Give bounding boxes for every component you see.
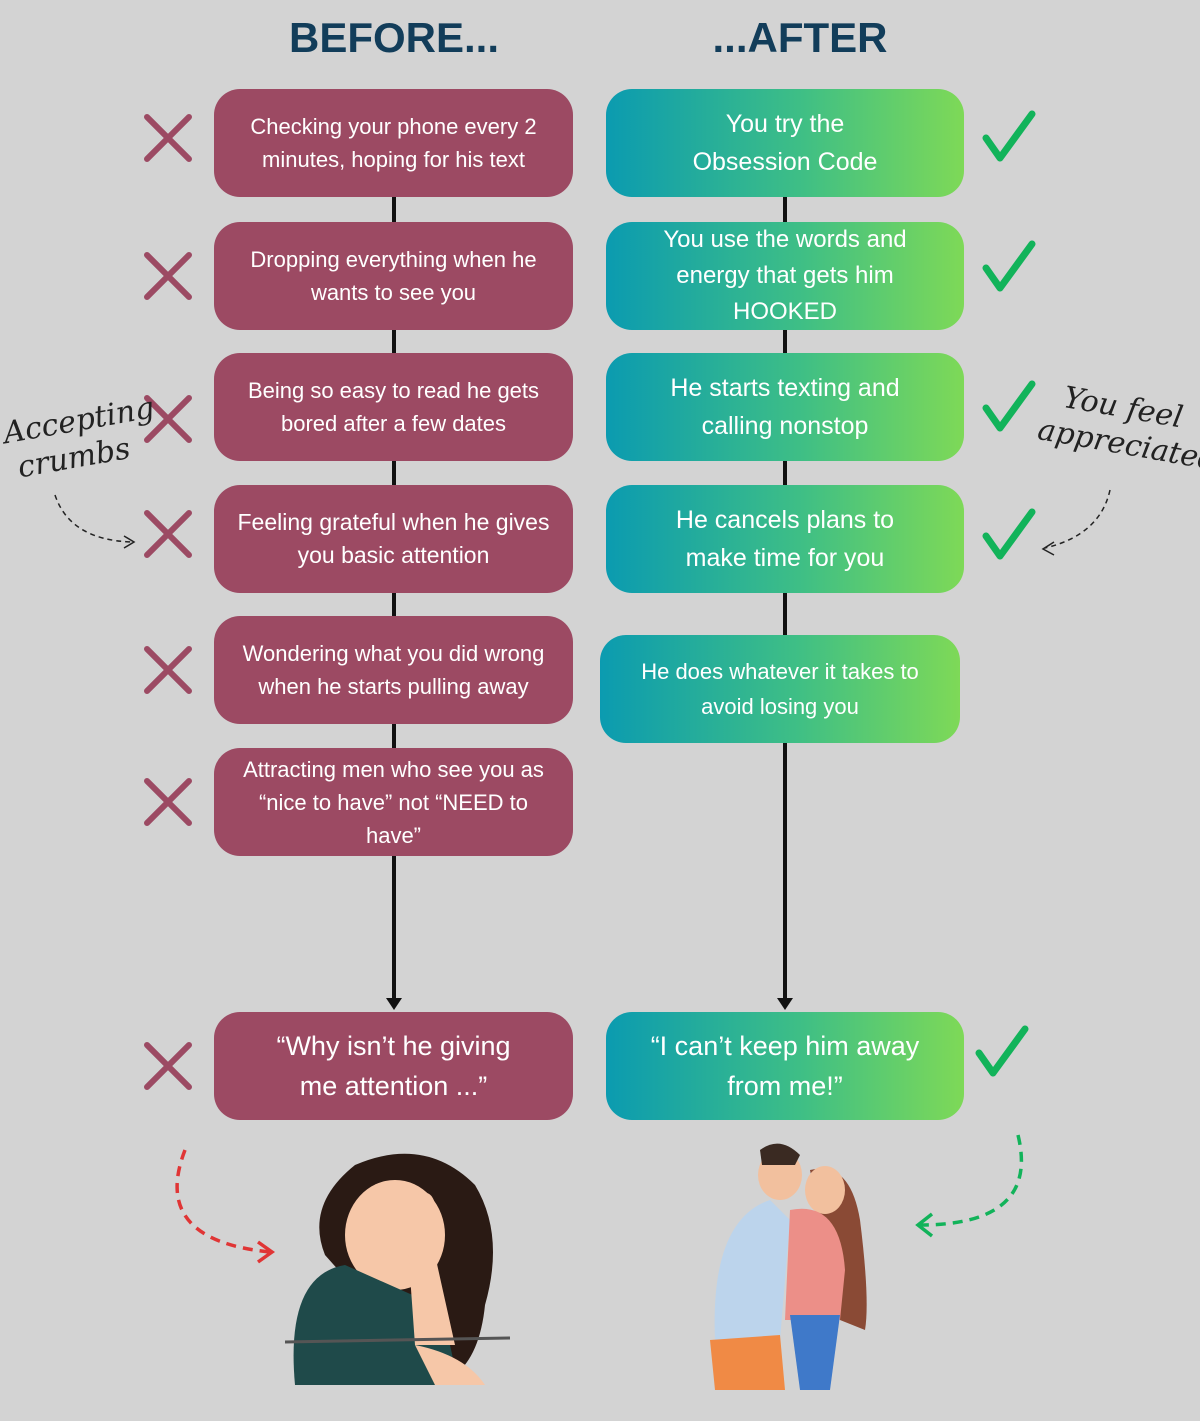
after-connector bbox=[783, 197, 787, 1001]
after-item: He does whatever it takes to avoid losin… bbox=[600, 635, 960, 743]
before-item: Being so easy to read he gets bored afte… bbox=[214, 353, 573, 461]
after-result: “I can’t keep him away from me!” bbox=[606, 1012, 964, 1120]
sad-woman-illustration bbox=[285, 1153, 511, 1385]
before-item: Feeling grateful when he gives you basic… bbox=[214, 485, 573, 593]
before-arrowhead bbox=[386, 998, 402, 1010]
before-item: Attracting men who see you as “nice to h… bbox=[214, 748, 573, 856]
before-item: Wondering what you did wrong when he sta… bbox=[214, 616, 573, 724]
before-title: BEFORE... bbox=[288, 14, 500, 61]
after-arrowhead bbox=[777, 998, 793, 1010]
after-item: He starts texting and calling nonstop bbox=[606, 353, 964, 461]
before-item: Dropping everything when he wants to see… bbox=[214, 222, 573, 330]
before-item: Checking your phone every 2 minutes, hop… bbox=[214, 89, 573, 197]
after-title: ...AFTER bbox=[712, 14, 888, 61]
after-item: He cancels plans to make time for you bbox=[606, 485, 964, 593]
before-connector bbox=[392, 197, 396, 1001]
before-result: “Why isn’t he giving me attention ...” bbox=[214, 1012, 573, 1120]
after-item: You use the words and energy that gets h… bbox=[606, 222, 964, 330]
happy-couple-illustration bbox=[710, 1143, 867, 1390]
after-item: You try the Obsession Code bbox=[606, 89, 964, 197]
